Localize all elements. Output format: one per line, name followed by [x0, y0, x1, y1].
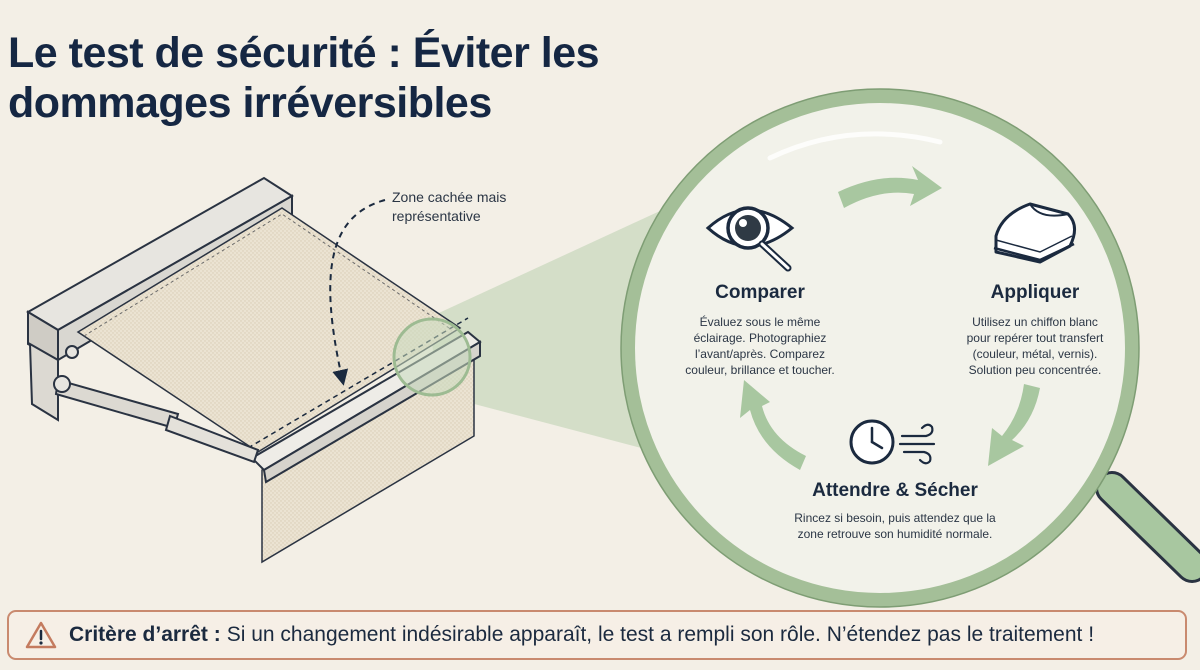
cycle-arrow-right	[988, 384, 1040, 466]
step-wait: Attendre & Sécher Rincez si besoin, puis…	[765, 480, 1025, 542]
callout-line-2: représentative	[392, 208, 481, 224]
step-apply-title: Appliquer	[990, 282, 1080, 303]
callout-arrow	[329, 199, 386, 386]
stop-criterion-text: Si un changement indésirable apparaît, l…	[226, 623, 1095, 646]
step-compare-title: Comparer	[715, 282, 805, 303]
clock-wind-icon	[849, 419, 936, 465]
eye-magnifier-icon	[705, 206, 795, 272]
awning-fabric	[76, 207, 462, 453]
step-compare: Comparer Évaluez sous le même éclairage.…	[650, 282, 870, 378]
step-apply-line-4: Solution peu concentrée.	[968, 363, 1102, 377]
title-line-2: dommages irréversibles	[8, 79, 492, 127]
cycle-arrow-left	[740, 380, 806, 470]
step-apply-line-2: pour repérer tout transfert	[966, 331, 1104, 345]
title-line-1: Le test de sécurité : Éviter les	[8, 29, 600, 77]
step-compare-line-3: l’avant/après. Comparez	[694, 347, 826, 361]
step-compare-description: Évaluez sous le même éclairage. Photogra…	[650, 314, 870, 378]
step-apply-line-3: (couleur, métal, vernis).	[972, 347, 1098, 361]
step-wait-title: Attendre & Sécher	[812, 480, 978, 501]
diagram-scene	[26, 88, 1200, 608]
step-apply-line-1: Utilisez un chiffon blanc	[972, 315, 1098, 329]
cycle-arrows	[740, 166, 1040, 470]
warning-icon	[25, 621, 57, 649]
stop-criterion-label: Critère d’arrêt :	[69, 623, 221, 646]
step-wait-line-1: Rincez si besoin, puis attendez que la	[794, 511, 996, 525]
step-apply: Appliquer Utilisez un chiffon blanc pour…	[930, 282, 1140, 378]
hidden-zone-callout: Zone cachée mais représentative	[392, 188, 562, 226]
folded-cloth-icon	[993, 202, 1076, 264]
page-title: Le test de sécurité : Éviter les dommage…	[8, 28, 768, 128]
stop-criterion-banner: Critère d’arrêt : Si un changement indés…	[7, 610, 1187, 660]
callout-line-1: Zone cachée mais	[392, 189, 507, 205]
step-wait-description: Rincez si besoin, puis attendez que la z…	[765, 510, 1025, 542]
step-wait-line-2: zone retrouve son humidité normale.	[797, 527, 993, 541]
step-apply-description: Utilisez un chiffon blanc pour repérer t…	[930, 314, 1140, 378]
step-compare-line-4: couleur, brillance et toucher.	[685, 363, 835, 377]
step-compare-line-1: Évaluez sous le même	[699, 315, 821, 329]
step-compare-line-2: éclairage. Photographiez	[693, 331, 827, 345]
small-lens	[392, 317, 472, 397]
cycle-arrow-top	[838, 166, 942, 208]
